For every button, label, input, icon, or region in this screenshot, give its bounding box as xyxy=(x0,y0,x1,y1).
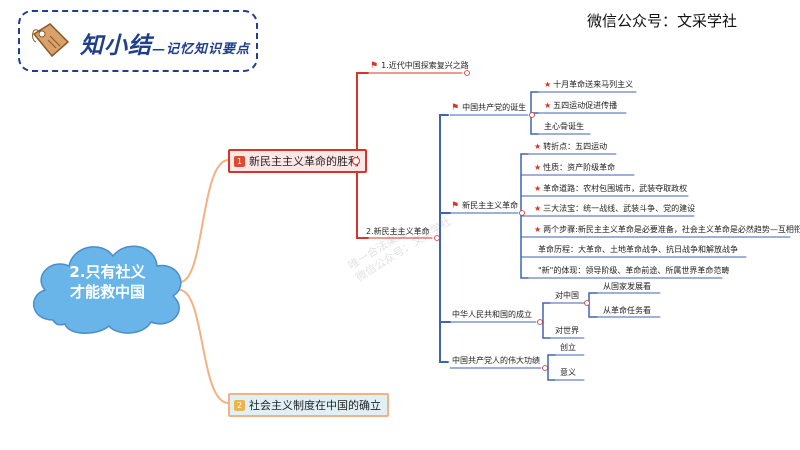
list-item-label: 革命道路：农村包围城市，武装夺取政权 xyxy=(543,184,688,193)
flag-icon: ⚑ xyxy=(451,201,460,211)
node-prc-founding[interactable]: 中华人民共和国的成立 xyxy=(452,310,532,320)
central-topic-line2: 才能救中国 xyxy=(69,283,145,301)
node-cpc-achievement[interactable]: 中国共产党人的伟大功绩 xyxy=(452,356,540,366)
node-label: 对世界 xyxy=(555,326,579,335)
list-item[interactable]: 革命历程：大革命、土地革命战争、抗日战争和解放战争 xyxy=(538,245,738,255)
list-item[interactable]: ★ 十月革命送来马列主义 xyxy=(544,80,633,90)
list-item[interactable]: ★ 革命道路：农村包围城市，武装夺取政权 xyxy=(534,184,687,194)
star-icon: ★ xyxy=(534,225,542,234)
list-item[interactable]: ★ 五四运动促进传播 xyxy=(544,101,617,111)
title-banner: 知小结—记忆知识要点 xyxy=(18,10,258,72)
list-item-label: 创立 xyxy=(560,343,576,352)
node-label: 新民主主义革命 xyxy=(462,201,519,210)
node-for-world[interactable]: 对世界 xyxy=(555,326,579,336)
branch-number-badge: 2 xyxy=(234,399,245,411)
node-label: 对中国 xyxy=(555,291,579,300)
branch-socialist-system[interactable]: 2 社会主义制度在中国的确立 xyxy=(228,393,389,417)
banner-subtitle: —记忆知识要点 xyxy=(152,42,251,57)
banner-title-text: 知小结 xyxy=(80,32,152,59)
list-item[interactable]: 从革命任务看 xyxy=(603,306,651,316)
list-item-label: 革命历程：大革命、土地革命战争、抗日战争和解放战争 xyxy=(538,245,738,254)
node-label: 1.近代中国探索复兴之路 xyxy=(381,61,469,70)
wechat-label: 微信公众号：文采学社 xyxy=(587,12,738,30)
star-icon: ★ xyxy=(544,101,552,110)
node-cpc-founding[interactable]: ⚑ 中国共产党的诞生 xyxy=(451,103,526,113)
central-cloud xyxy=(32,245,182,334)
central-topic: 2.只有社义 才能救中国 xyxy=(25,262,190,302)
star-icon: ★ xyxy=(534,184,542,193)
collapse-toggle[interactable] xyxy=(352,157,360,165)
node-modern-china-revival[interactable]: ⚑ 1.近代中国探索复兴之路 xyxy=(370,61,469,71)
node-new-democratic-revolution[interactable]: 2.新民主主义革命 xyxy=(366,227,430,237)
node-for-china[interactable]: 对中国 xyxy=(555,291,579,301)
flag-icon: ⚑ xyxy=(370,61,379,71)
list-item-label: 五四运动促进传播 xyxy=(553,101,618,110)
list-item[interactable]: ★ 转折点：五四运动 xyxy=(534,142,607,152)
list-item-label: 意义 xyxy=(560,368,576,377)
node-label: 中国共产党人的伟大功绩 xyxy=(452,356,540,365)
list-item-label: 三大法宝：统一战线、武装斗争、党的建设 xyxy=(543,204,696,213)
node-label: 2.新民主主义革命 xyxy=(366,227,430,236)
list-item-label: 从国家发展看 xyxy=(603,282,651,291)
tag-icon xyxy=(32,23,70,58)
list-item-label: "新"的体现：领导阶级、革命前途、所属世界革命范畴 xyxy=(538,266,730,275)
list-item[interactable]: 意义 xyxy=(560,368,576,378)
list-item[interactable]: "新"的体现：领导阶级、革命前途、所属世界革命范畴 xyxy=(538,266,729,276)
star-icon: ★ xyxy=(534,163,542,172)
list-item-label: 转折点：五四运动 xyxy=(543,142,608,151)
list-item-label: 从革命任务看 xyxy=(603,306,651,315)
branch-label: 社会主义制度在中国的确立 xyxy=(249,399,381,412)
node-label: 中华人民共和国的成立 xyxy=(452,310,532,319)
list-item[interactable]: ★ 三大法宝：统一战线、武装斗争、党的建设 xyxy=(534,204,695,214)
star-icon: ★ xyxy=(544,80,552,89)
banner-title: 知小结—记忆知识要点 xyxy=(80,26,250,60)
central-topic-line1: 2.只有社义 xyxy=(69,263,146,281)
star-icon: ★ xyxy=(534,204,542,213)
list-item[interactable]: ★ 两个步骤:新民主主义革命是必要准备，社会主义革命是必然趋势—互相衔接 xyxy=(534,225,800,235)
list-item-label: 两个步骤:新民主主义革命是必要准备，社会主义革命是必然趋势—互相衔接 xyxy=(543,225,800,234)
list-item[interactable]: 从国家发展看 xyxy=(603,282,651,292)
star-icon: ★ xyxy=(534,142,542,151)
node-new-democratic[interactable]: ⚑ 新民主主义革命 xyxy=(451,201,518,211)
list-item[interactable]: ★ 性质：资产阶级革命 xyxy=(534,163,615,173)
node-label: 中国共产党的诞生 xyxy=(462,103,527,112)
list-item[interactable]: 主心骨诞生 xyxy=(544,122,584,132)
list-item-label: 十月革命送来马列主义 xyxy=(553,80,634,89)
branch-label: 新民主主义革命的胜利 xyxy=(249,155,359,168)
list-item[interactable]: 创立 xyxy=(560,343,576,353)
list-item-label: 性质：资产阶级革命 xyxy=(543,163,616,172)
flag-icon: ⚑ xyxy=(451,103,460,113)
branch-new-democratic-victory[interactable]: 1 新民主主义革命的胜利 xyxy=(228,149,367,173)
list-item-label: 主心骨诞生 xyxy=(544,122,584,131)
branch-number-badge: 1 xyxy=(234,155,245,167)
